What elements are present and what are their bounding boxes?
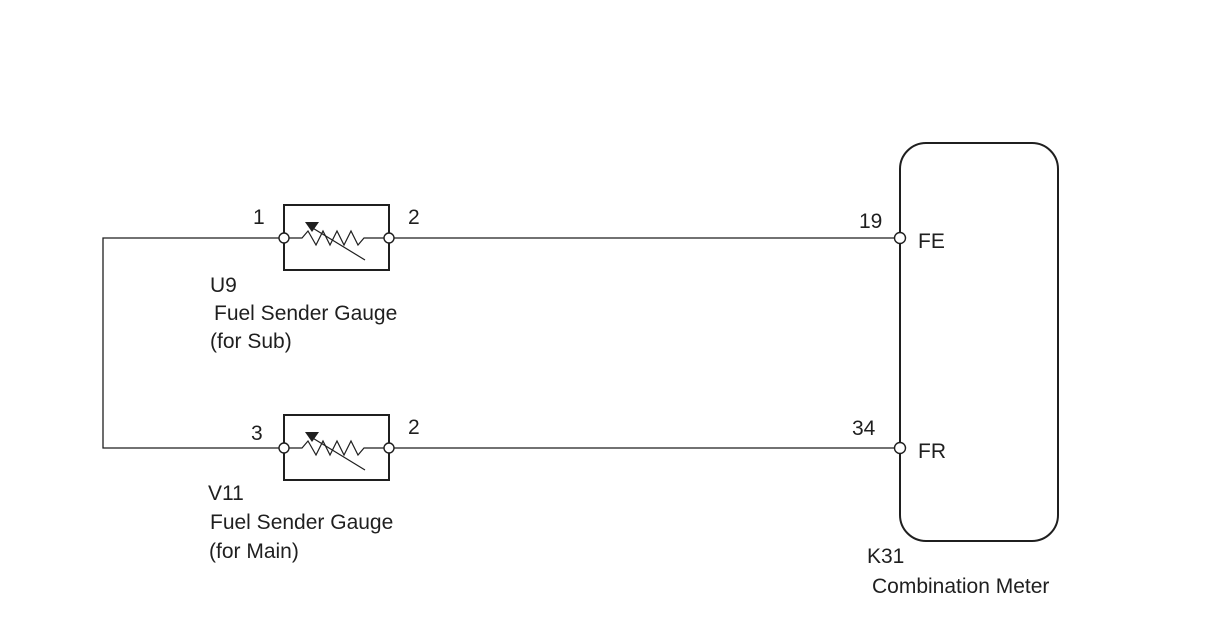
- meter-name: Combination Meter: [872, 575, 1049, 598]
- main-pin-2-terminal: [383, 442, 395, 454]
- wires: [102, 237, 900, 449]
- meter-code: K31: [867, 545, 904, 568]
- sub-variable-arrow-icon: [310, 226, 366, 261]
- sub-pin-right-label: 2: [408, 206, 420, 229]
- meter-fe-pin-label: 19: [859, 210, 882, 233]
- sub-fuel-sender-gauge: [278, 204, 395, 271]
- main-resistor-icon: [284, 439, 389, 457]
- main-pin-left-label: 3: [251, 422, 263, 445]
- main-gauge-name: Fuel Sender Gauge: [210, 511, 393, 534]
- sub-sender-arrowhead-icon: [305, 222, 319, 232]
- main-pin-3-terminal: [278, 442, 290, 454]
- main-gauge-qualifier: (for Main): [209, 540, 299, 563]
- meter-fr-terminal-name: FR: [918, 440, 946, 463]
- combination-meter-box: [899, 142, 1059, 542]
- sub-pin-left-label: 1: [253, 206, 265, 229]
- main-pin-right-label: 2: [408, 416, 420, 439]
- sub-gauge-name: Fuel Sender Gauge: [214, 302, 397, 325]
- sub-pin-2-terminal: [383, 232, 395, 244]
- sub-resistor-icon: [284, 229, 389, 247]
- meter-fe-terminal: [893, 231, 907, 245]
- main-sender-arrowhead-icon: [305, 432, 319, 442]
- sub-gauge-code: U9: [210, 274, 237, 297]
- ground-loop-wire: [102, 237, 284, 449]
- sub-gauge-qualifier: (for Sub): [210, 330, 292, 353]
- meter-fr-pin-label: 34: [852, 417, 876, 440]
- meter-fe-terminal-name: FE: [918, 230, 945, 253]
- meter-fr-terminal: [893, 441, 907, 455]
- sub-pin-1-terminal: [278, 232, 290, 244]
- main-gauge-code: V11: [208, 482, 244, 505]
- main-fuel-sender-gauge: [278, 414, 395, 481]
- main-variable-arrow-icon: [310, 436, 366, 471]
